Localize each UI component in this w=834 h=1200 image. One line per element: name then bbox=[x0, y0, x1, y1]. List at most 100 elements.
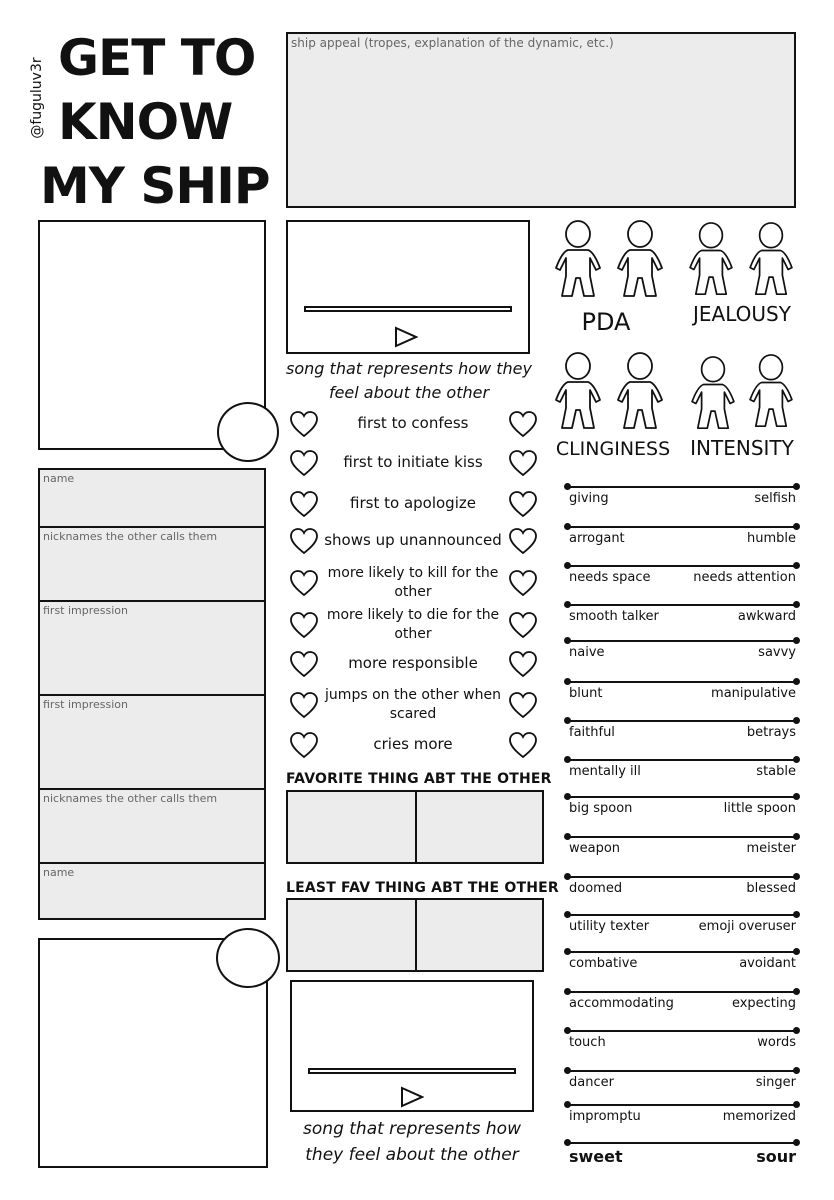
person-figure-icon bbox=[548, 220, 608, 304]
portrait-frame-top[interactable] bbox=[38, 220, 266, 450]
field-label-first-impression-1: first impression bbox=[43, 604, 129, 617]
scale-line[interactable] bbox=[566, 565, 798, 567]
heart-icon[interactable] bbox=[289, 691, 319, 719]
scale-line[interactable] bbox=[566, 1142, 798, 1144]
scale-endpoint-right bbox=[793, 523, 800, 530]
favorite-box[interactable] bbox=[286, 790, 544, 864]
scale-endpoint-left bbox=[564, 637, 571, 644]
scale-line[interactable] bbox=[566, 720, 798, 722]
trait-label-intensity: INTENSITY bbox=[690, 436, 794, 460]
person-figure-icon bbox=[548, 352, 608, 436]
question-text: more likely to kill for the other bbox=[327, 565, 499, 600]
scale-line[interactable] bbox=[566, 951, 798, 953]
field-nicknames-1[interactable]: nicknames the other calls them bbox=[38, 526, 266, 602]
trait-scale[interactable]: combative avoidant bbox=[564, 948, 800, 987]
heart-icon[interactable] bbox=[289, 731, 319, 759]
play-icon[interactable] bbox=[400, 1086, 424, 1108]
heart-icon[interactable] bbox=[289, 611, 319, 639]
scale-endpoint-right bbox=[793, 756, 800, 763]
heart-icon[interactable] bbox=[289, 569, 319, 597]
heart-icon[interactable] bbox=[508, 410, 538, 438]
scale-endpoint-right bbox=[793, 1067, 800, 1074]
scale-label-left: combative bbox=[569, 956, 638, 971]
least-fav-box[interactable] bbox=[286, 898, 544, 972]
field-name-1[interactable]: name bbox=[38, 468, 266, 528]
scale-endpoint-left bbox=[564, 911, 571, 918]
ship-appeal-box[interactable]: ship appeal (tropes, explanation of the … bbox=[286, 32, 796, 208]
scale-label-right: blessed bbox=[746, 881, 796, 896]
scale-endpoint-left bbox=[564, 601, 571, 608]
scale-endpoint-left bbox=[564, 1027, 571, 1034]
scale-line[interactable] bbox=[566, 1070, 798, 1072]
field-first-impression-1[interactable]: first impression bbox=[38, 600, 266, 696]
scale-line[interactable] bbox=[566, 526, 798, 528]
scale-line[interactable] bbox=[566, 796, 798, 798]
progress-bar-top[interactable] bbox=[304, 306, 512, 312]
scale-line[interactable] bbox=[566, 914, 798, 916]
song-player-top[interactable] bbox=[286, 220, 530, 354]
scale-line[interactable] bbox=[566, 876, 798, 878]
scale-label-left: smooth talker bbox=[569, 609, 659, 624]
scale-line[interactable] bbox=[566, 681, 798, 683]
scale-line[interactable] bbox=[566, 486, 798, 488]
heart-icon[interactable] bbox=[289, 490, 319, 518]
heart-icon[interactable] bbox=[508, 691, 538, 719]
scale-label-right: memorized bbox=[722, 1109, 796, 1124]
heart-icon[interactable] bbox=[289, 527, 319, 555]
scale-endpoint-left bbox=[564, 678, 571, 685]
person-figure-icon bbox=[610, 220, 670, 304]
song-player-bottom[interactable] bbox=[290, 980, 534, 1112]
scale-endpoint-right bbox=[793, 717, 800, 724]
field-name-2[interactable]: name bbox=[38, 862, 266, 920]
heart-icon[interactable] bbox=[289, 650, 319, 678]
scale-label-right: stable bbox=[756, 764, 796, 779]
scale-line[interactable] bbox=[566, 991, 798, 993]
portrait-frame-bottom[interactable] bbox=[38, 938, 268, 1168]
play-icon[interactable] bbox=[394, 326, 418, 348]
scale-label-right: avoidant bbox=[739, 956, 796, 971]
heart-icon[interactable] bbox=[508, 449, 538, 477]
heart-icon[interactable] bbox=[289, 410, 319, 438]
scale-line[interactable] bbox=[566, 640, 798, 642]
field-first-impression-2[interactable]: first impression bbox=[38, 694, 266, 790]
heart-icon[interactable] bbox=[508, 527, 538, 555]
scale-line[interactable] bbox=[566, 759, 798, 761]
scale-line[interactable] bbox=[566, 836, 798, 838]
heart-icon[interactable] bbox=[508, 611, 538, 639]
heart-icon[interactable] bbox=[508, 650, 538, 678]
scale-label-left: sweet bbox=[569, 1147, 623, 1166]
scale-line[interactable] bbox=[566, 1104, 798, 1106]
scale-endpoint-left bbox=[564, 833, 571, 840]
scale-line[interactable] bbox=[566, 1030, 798, 1032]
scale-line[interactable] bbox=[566, 604, 798, 606]
heart-icon[interactable] bbox=[508, 490, 538, 518]
field-label-name-2: name bbox=[43, 866, 75, 879]
field-nicknames-2[interactable]: nicknames the other calls them bbox=[38, 788, 266, 864]
scale-label-left: big spoon bbox=[569, 801, 633, 816]
heart-icon[interactable] bbox=[508, 731, 538, 759]
heart-icon[interactable] bbox=[508, 569, 538, 597]
heart-icon[interactable] bbox=[289, 449, 319, 477]
scale-endpoint-right bbox=[793, 1139, 800, 1146]
progress-bar-bottom[interactable] bbox=[308, 1068, 516, 1074]
scale-label-right: singer bbox=[755, 1075, 796, 1090]
scale-label-left: utility texter bbox=[569, 919, 650, 934]
scale-label-right: betrays bbox=[746, 725, 796, 740]
